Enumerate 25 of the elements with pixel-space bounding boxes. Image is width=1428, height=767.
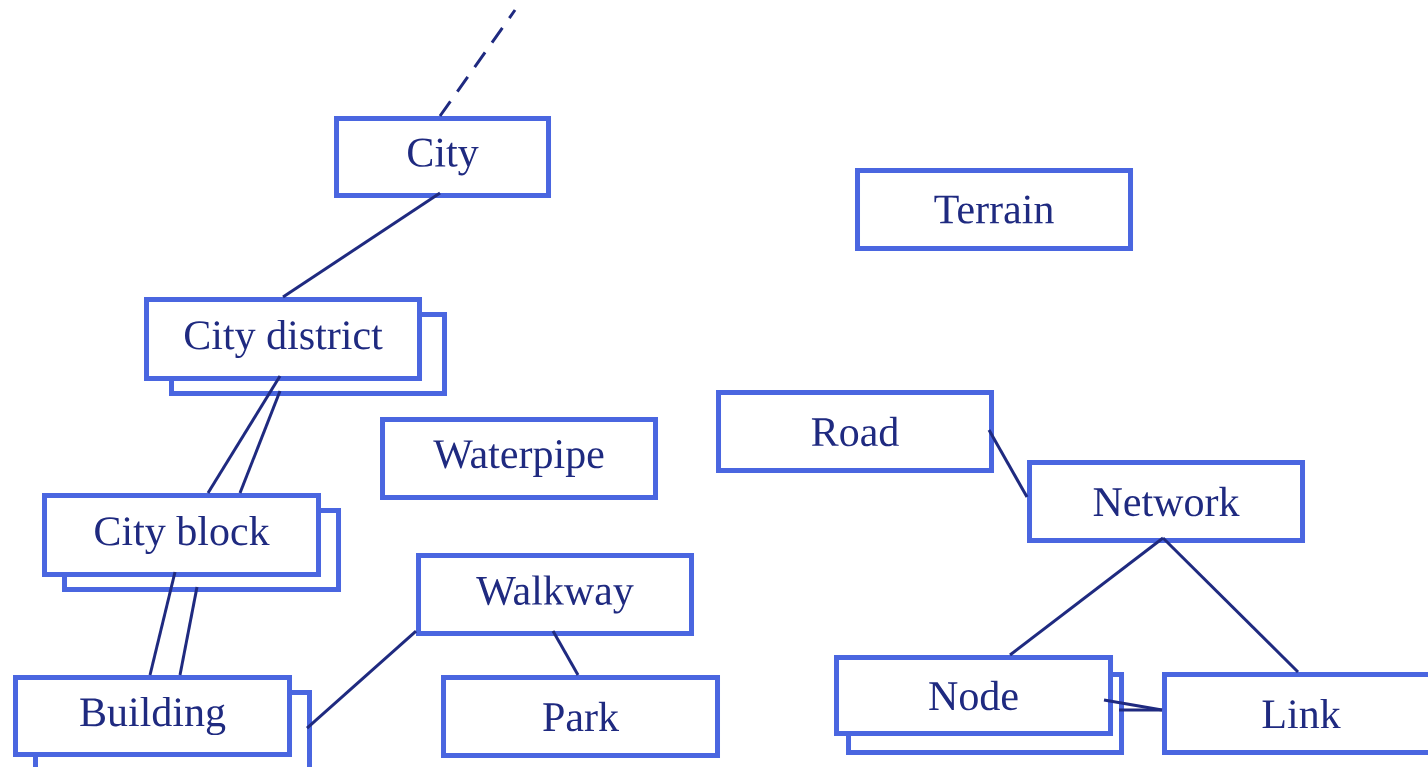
entity-box: Link [1162,672,1428,755]
connector-line [148,571,177,676]
entity-box: City district [144,297,447,396]
connector-line [1009,536,1164,657]
connector-line [987,429,1029,498]
entity-box: Park [441,675,720,758]
connector-line [1119,708,1162,712]
connector-line [206,375,282,494]
connector-line [306,629,417,730]
connector-line [282,191,441,299]
connector-line [551,630,580,676]
connector-line [238,390,282,494]
entity-box: Waterpipe [380,417,658,500]
connector-line [438,9,517,117]
entity-box: Walkway [416,553,694,636]
entity-box: Node [834,655,1124,755]
connector-line [1161,536,1300,674]
entity-box: Road [716,390,994,473]
connector-line [178,586,199,676]
entity-box: Building [13,675,312,767]
entity-box: Network [1027,460,1305,543]
entity-box: City [334,116,551,198]
entity-box: City block [42,493,341,592]
connector-line [1103,698,1163,712]
entity-box: Terrain [855,168,1133,251]
